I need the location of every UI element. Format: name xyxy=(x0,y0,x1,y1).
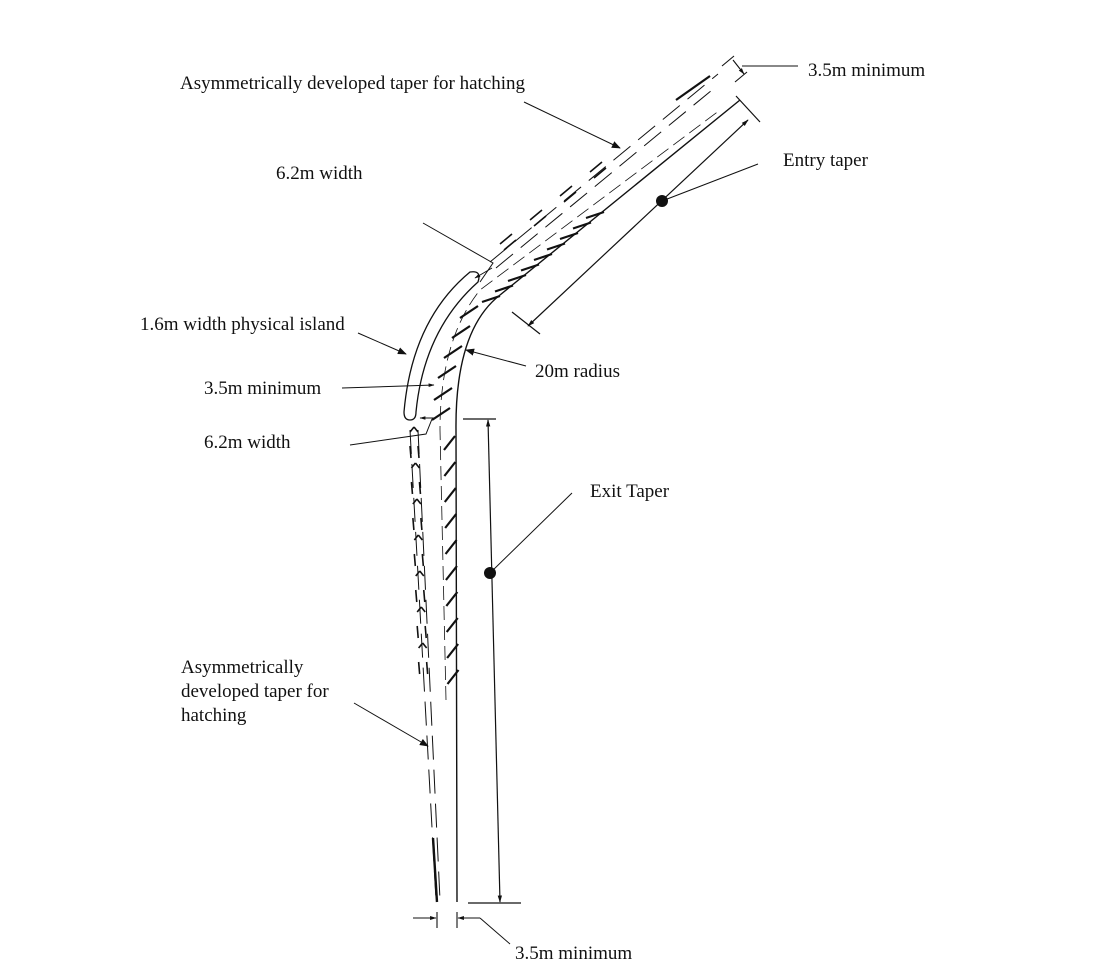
label-radius: 20m radius xyxy=(535,361,620,382)
chevron-mark xyxy=(413,553,417,567)
chevron-mark xyxy=(409,445,412,459)
chevron-mark xyxy=(415,570,421,577)
top-min-ext1 xyxy=(721,55,735,67)
hatch-stroke xyxy=(445,617,459,633)
chevron-marks-bottom xyxy=(409,426,429,675)
chevron-mark xyxy=(424,625,427,639)
exit-taper-dim xyxy=(486,419,502,903)
bottom-taper-line-2 xyxy=(417,429,441,901)
exit-taper-leader xyxy=(489,492,573,574)
label-bottom-min: 3.5m minimum xyxy=(515,943,633,964)
chevron-mark xyxy=(413,534,419,541)
chevron-mark xyxy=(410,462,417,469)
hatch-stroke xyxy=(433,387,453,401)
entry-taper-ext2 xyxy=(735,95,761,123)
top-min-ext2 xyxy=(734,71,748,83)
kerb-line xyxy=(455,99,741,903)
chevron-mark xyxy=(422,589,426,603)
entry-taper-ext1 xyxy=(511,311,541,335)
chevron-mark xyxy=(416,498,422,505)
chevron-mark xyxy=(417,445,420,459)
chevron-mark xyxy=(533,215,547,227)
top-width-arrow xyxy=(474,267,493,279)
top-hatching-leader xyxy=(523,101,621,149)
mid-min-leader xyxy=(341,383,435,389)
label-island: 1.6m width physical island xyxy=(140,314,345,335)
hatch-stroke xyxy=(459,305,479,319)
hatch-stroke xyxy=(444,539,458,555)
chevron-mark xyxy=(503,239,517,251)
hatch-stroke xyxy=(437,365,457,379)
hatch-stroke xyxy=(451,325,471,339)
chevron-mark xyxy=(425,661,429,675)
chevron-mark xyxy=(563,191,577,203)
chevron-mark xyxy=(414,589,418,603)
label-top-width: 6.2m width xyxy=(276,163,363,184)
label-mid-width: 6.2m width xyxy=(204,432,291,453)
hatch-stroke xyxy=(481,294,501,304)
top-taper-solid xyxy=(675,75,711,101)
chevron-mark xyxy=(420,606,426,613)
hatch-stroke xyxy=(520,263,540,272)
hatch-stroke xyxy=(446,643,459,659)
hatch-stroke xyxy=(507,273,527,283)
chevron-mark xyxy=(417,534,423,541)
top-width-leader xyxy=(422,222,494,283)
hatch-stroke xyxy=(443,345,463,359)
chevron-mark xyxy=(416,606,422,613)
entry-taper-dim xyxy=(527,119,749,327)
hatch-stroke xyxy=(446,669,460,685)
chevron-mark xyxy=(529,209,543,221)
chevron-mark xyxy=(422,642,428,649)
label-entry-taper: Entry taper xyxy=(783,150,868,171)
chevron-mark xyxy=(417,661,421,675)
hatch-stroke xyxy=(444,513,458,529)
hatching xyxy=(431,210,605,685)
chevron-mark xyxy=(412,498,418,505)
hatch-stroke xyxy=(533,252,553,262)
bottom-taper-line xyxy=(409,429,437,901)
hatch-stroke xyxy=(443,487,457,503)
chevron-mark xyxy=(559,185,573,197)
bottom-taper-solid xyxy=(431,837,439,903)
chevron-mark xyxy=(412,517,415,531)
hatch-stroke xyxy=(494,284,514,293)
chevron-mark xyxy=(413,426,419,433)
chevron-mark xyxy=(420,517,423,531)
chevron-mark xyxy=(421,553,425,567)
hatch-stroke xyxy=(445,565,458,581)
chevron-mark xyxy=(416,625,419,639)
bottom-hatching-leader xyxy=(353,702,429,747)
hatch-stroke xyxy=(445,591,459,607)
chevron-marks-top xyxy=(499,161,607,251)
chevron-mark xyxy=(418,481,422,495)
chevron-mark xyxy=(410,481,414,495)
bot-min-leader xyxy=(479,917,511,945)
top-taper-line-2 xyxy=(495,89,713,269)
hatch-stroke xyxy=(443,435,456,451)
radius-leader xyxy=(465,348,527,367)
chevron-mark xyxy=(419,570,425,577)
label-top-min: 3.5m minimum xyxy=(808,60,926,81)
hatch-inner-edge xyxy=(439,109,721,701)
entry-taper-leader xyxy=(661,163,759,202)
label-mid-min: 3.5m minimum xyxy=(204,378,322,399)
chevron-mark xyxy=(409,426,415,433)
label-top-hatching-taper: Asymmetrically developed taper for hatch… xyxy=(180,73,526,94)
hatch-stroke xyxy=(443,461,457,477)
label-bottom-hatching-taper: Asymmetrically developed taper for hatch… xyxy=(181,657,329,726)
top-min-dim xyxy=(732,59,745,75)
physical-island xyxy=(403,271,480,421)
chevron-mark xyxy=(593,167,607,179)
label-exit-taper: Exit Taper xyxy=(590,481,670,502)
island-leader xyxy=(357,332,407,355)
mid-width-leader xyxy=(349,418,433,446)
chevron-mark xyxy=(418,642,424,649)
chevron-mark xyxy=(414,462,421,469)
chevron-mark xyxy=(499,233,513,245)
